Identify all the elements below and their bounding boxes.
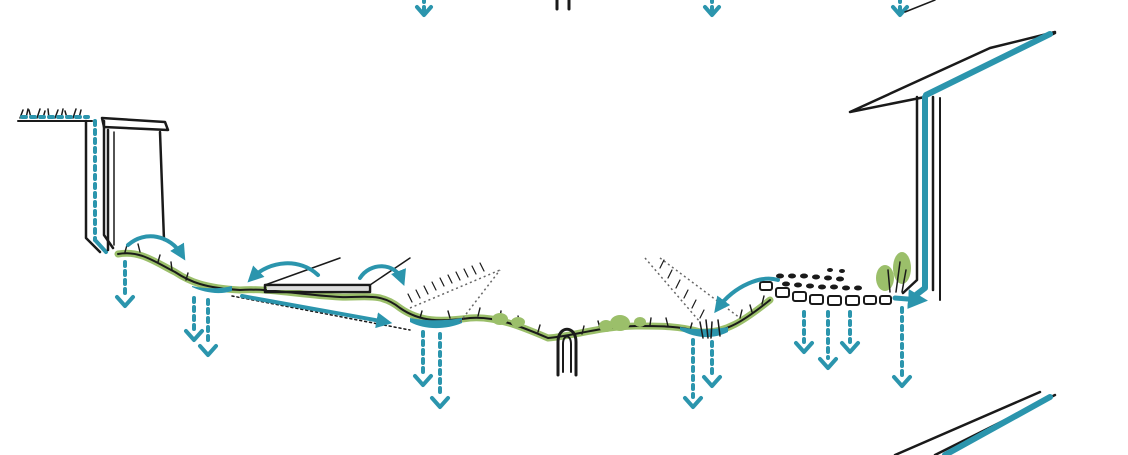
left-house [17,108,170,254]
permeable-pavers-icon [759,268,892,306]
infiltration-arrow-icon [818,310,838,370]
infiltration-arrow-icon [415,0,433,17]
paved-path-icon [263,257,411,294]
ponding-pools [192,286,728,339]
infiltration-arrow-icon [198,298,218,357]
infiltration-arrow-icon [115,260,135,308]
runoff-flow-arrows [126,234,780,329]
downspout-icon [84,119,115,254]
lower-roof-partial [893,390,1057,455]
runoff-flow-arrow-icon [358,264,406,286]
runoff-flow-arrow-icon [240,294,393,329]
ground-profile [114,243,774,342]
infiltration-arrows [115,260,912,409]
infiltration-arrow-icon [683,338,703,409]
infiltration-arrow-icon [413,330,433,387]
infiltration-arrow-icon [840,310,860,354]
culvert-pipe-icon [555,0,571,11]
downspout-outflow [892,289,928,310]
infiltration-arrow-icon [891,0,909,17]
infiltration-arrow-icon [430,332,450,409]
garden-wall-icon [100,116,170,252]
infiltration-arrow-icon [184,296,204,342]
runoff-flow-arrow-icon [126,234,186,261]
runoff-flow-arrow-icon [247,261,320,283]
hatched-slopes [407,257,741,323]
infiltration-arrow-icon [703,0,721,17]
infiltration-arrow-icon [794,310,814,354]
infiltration-arrow-icon [702,340,722,388]
top-partial-arrows [415,0,936,17]
house-roof-icon [848,30,1057,301]
runoff-flow-arrow-icon [714,276,780,314]
shrub-icon [876,252,911,293]
infiltration-arrow-icon [892,306,912,388]
culvert-pipe-icon [556,327,578,377]
grass-tufts [19,108,82,119]
